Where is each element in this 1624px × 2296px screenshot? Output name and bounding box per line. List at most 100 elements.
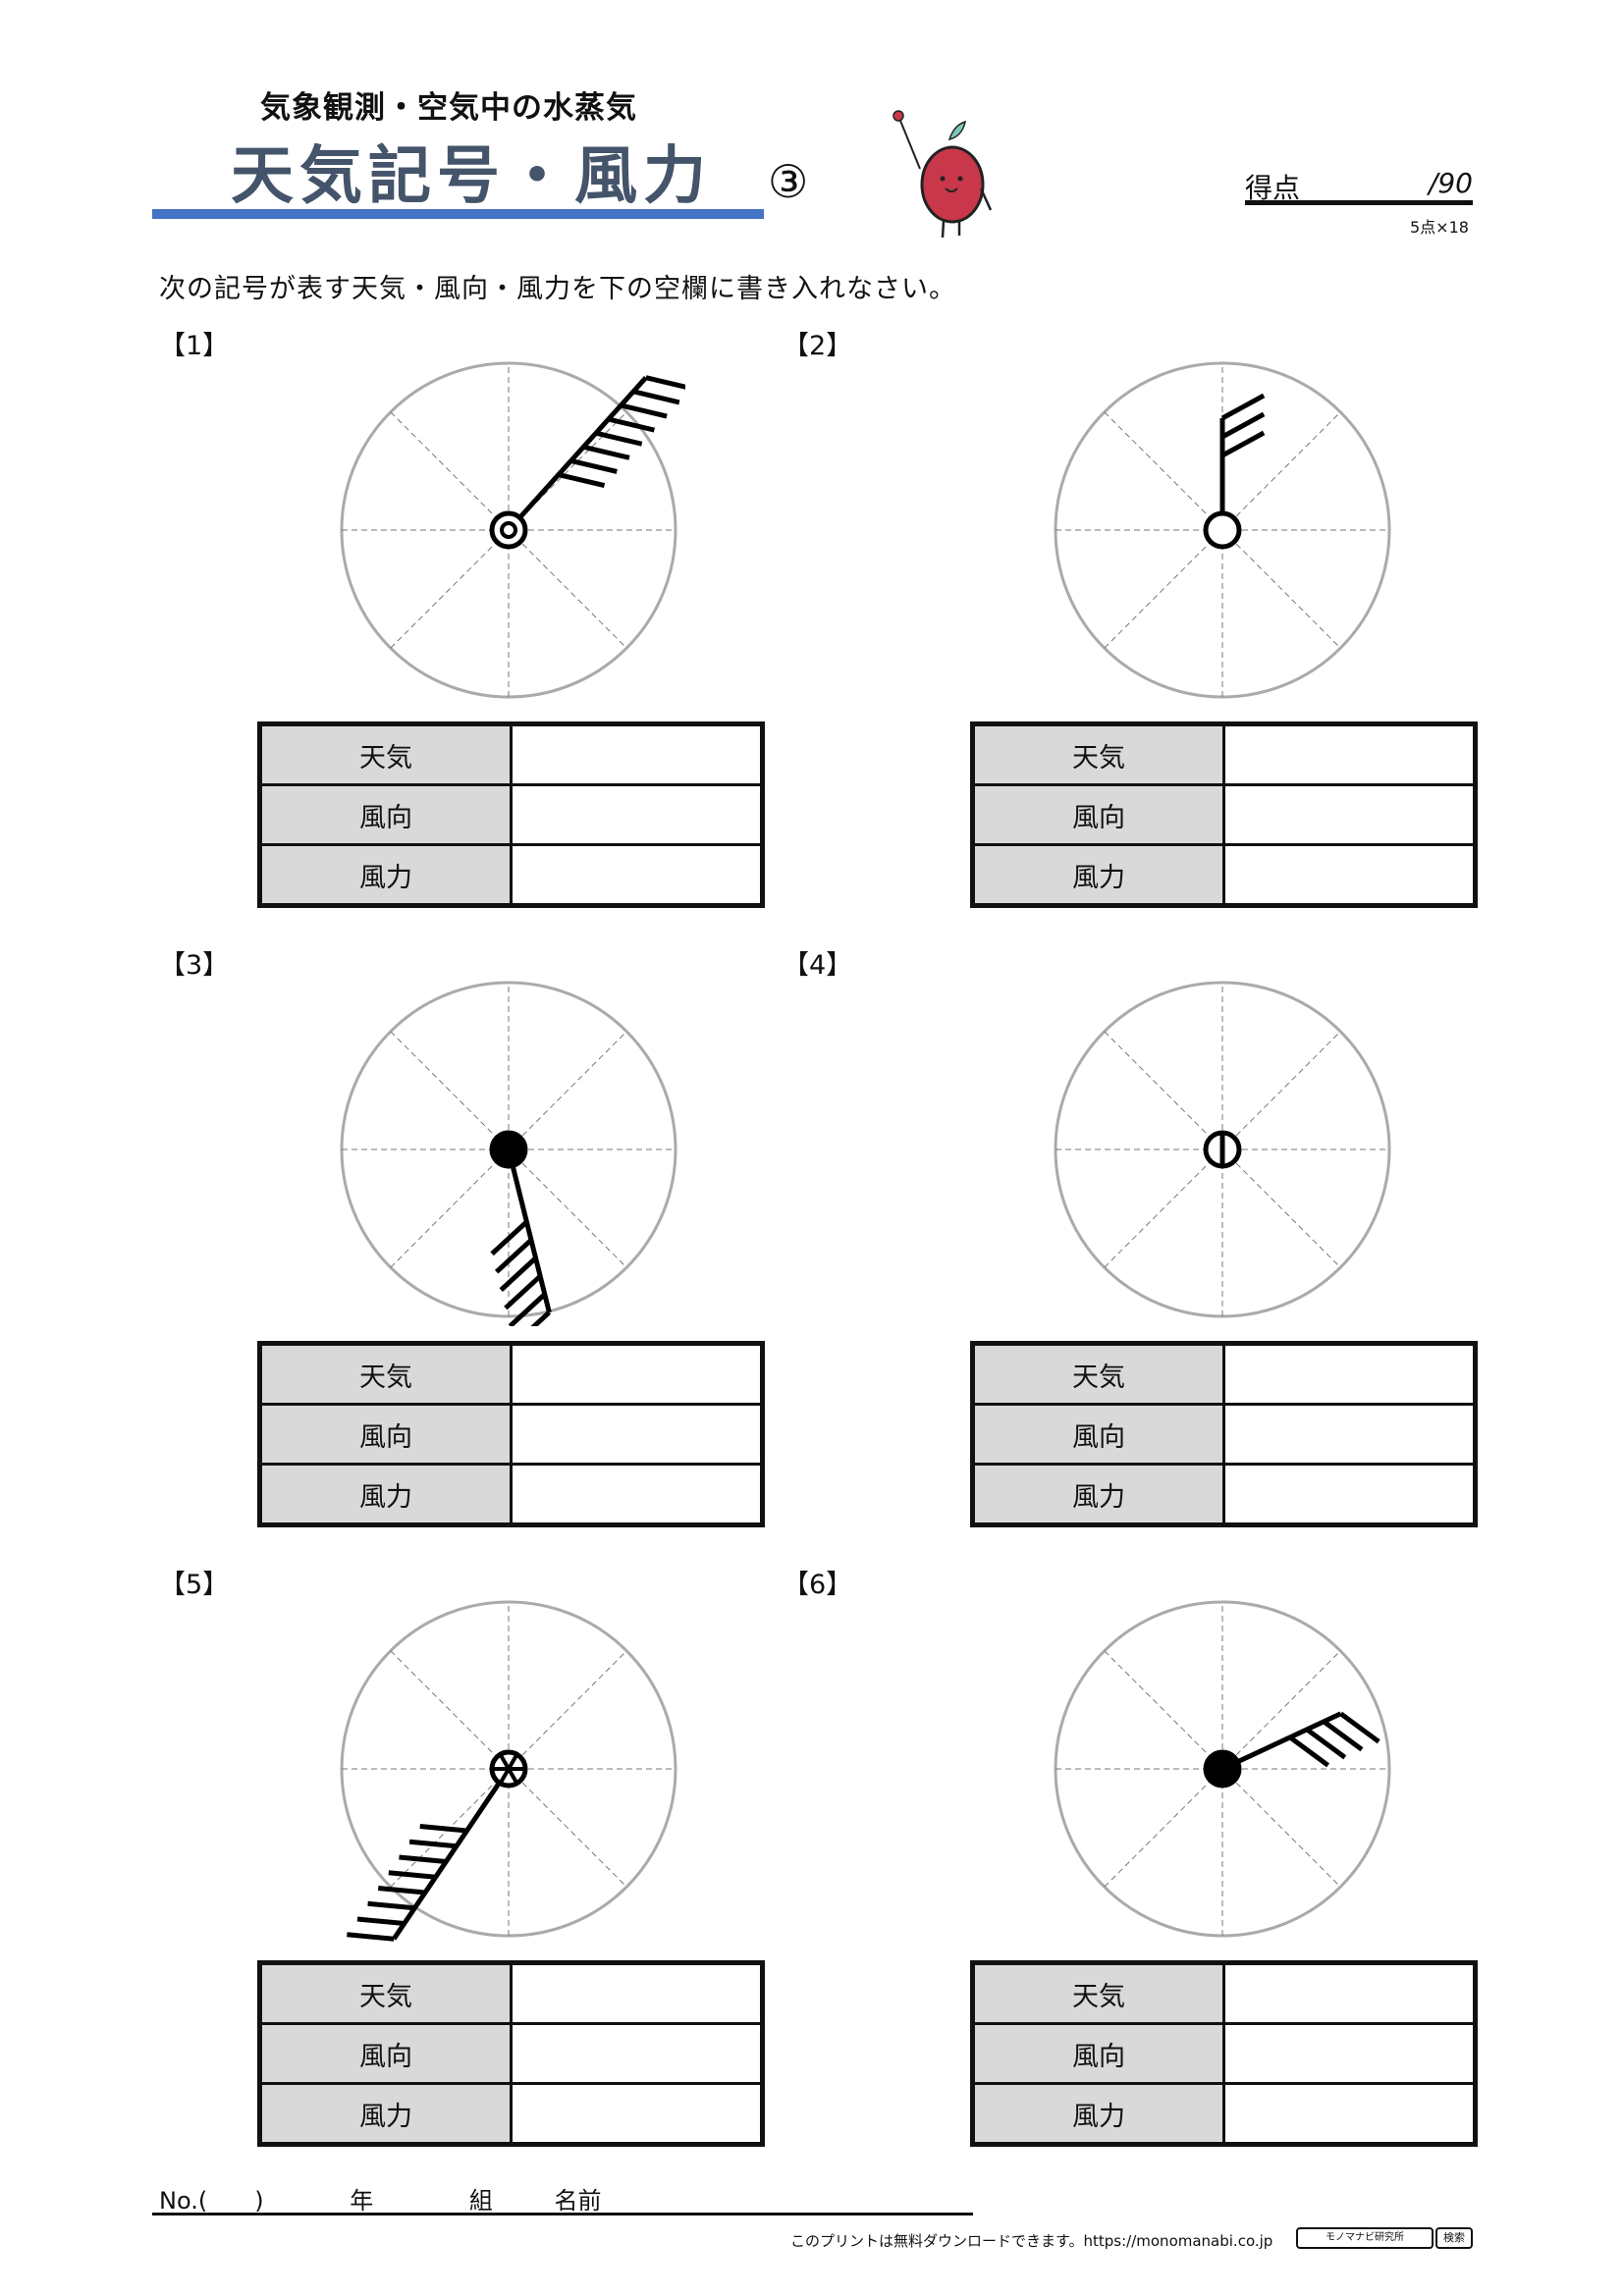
answer-field-weather[interactable] (510, 1961, 764, 2025)
year-label: 年 (350, 2187, 374, 2215)
worksheet-number: ③ (768, 155, 809, 208)
answer-field-force[interactable] (510, 1463, 764, 1526)
answer-label-weather: 天気 (971, 722, 1225, 786)
answer-row-force: 風力 (258, 2082, 764, 2146)
question-label: 【6】 (783, 1570, 853, 1600)
answer-label-force: 風力 (258, 1463, 513, 1526)
number-label: No.( ) (159, 2187, 264, 2215)
answer-row-direction: 風向 (971, 1403, 1477, 1466)
wind-force-barb (494, 1238, 533, 1274)
wind-force-barb (377, 1886, 426, 1896)
wind-force-barb (582, 444, 630, 460)
answer-field-weather[interactable] (510, 722, 764, 786)
answer-row-direction: 風向 (258, 1403, 764, 1466)
answer-field-force[interactable] (510, 2082, 764, 2146)
answer-table: 天気風向風力 (257, 1341, 765, 1527)
answer-table: 天気風向風力 (257, 1960, 765, 2147)
answer-row-weather: 天気 (258, 1342, 764, 1406)
wind-force-barb (558, 472, 606, 489)
wind-force-barb (504, 1274, 542, 1310)
question-label: 【4】 (783, 950, 853, 981)
question-label: 【3】 (159, 950, 230, 981)
answer-field-force[interactable] (1222, 1463, 1477, 1526)
answer-field-force[interactable] (510, 843, 764, 907)
wind-force-barb (1339, 1711, 1380, 1744)
student-info: No.( ) 年 組 名前 (159, 2181, 602, 2216)
title-underline (152, 209, 764, 219)
question-label: 【1】 (159, 331, 230, 361)
wind-direction-staff (510, 1164, 552, 1313)
answer-field-force[interactable] (1222, 843, 1477, 907)
answer-row-weather: 天気 (971, 722, 1477, 786)
answer-row-direction: 風向 (971, 2022, 1477, 2085)
answer-field-direction[interactable] (510, 783, 764, 846)
answer-field-direction[interactable] (1222, 1403, 1477, 1466)
weather-rain-icon (1203, 1749, 1242, 1789)
answer-field-direction[interactable] (1222, 2022, 1477, 2085)
wind-force-barb (499, 1255, 538, 1292)
points-note: 5点×18 (1410, 218, 1469, 237)
worksheet-title: 天気記号・風力 (231, 140, 712, 213)
answer-label-weather: 天気 (971, 1961, 1225, 2025)
wind-force-barb (595, 430, 643, 447)
wind-force-barb (632, 389, 680, 405)
name-underline (152, 2213, 973, 2216)
answer-label-direction: 風向 (971, 1403, 1225, 1466)
answer-field-weather[interactable] (510, 1342, 764, 1406)
wind-force-barb (388, 1870, 436, 1880)
wind-force-barb (1305, 1727, 1347, 1760)
answer-label-direction: 風向 (971, 2022, 1225, 2085)
answer-field-weather[interactable] (1222, 722, 1477, 786)
answer-row-direction: 風向 (258, 783, 764, 846)
weather-symbol-dial (340, 981, 677, 1326)
class-label: 組 (468, 2187, 493, 2215)
answer-row-force: 風力 (971, 1463, 1477, 1526)
answer-row-weather: 天気 (258, 722, 764, 786)
answer-row-weather: 天気 (258, 1961, 764, 2025)
snow-spoke (498, 1753, 519, 1785)
instruction: 次の記号が表す天気・風向・風力を下の空欄に書き入れなさい。 (159, 274, 956, 304)
wind-force-barb (1288, 1735, 1330, 1768)
answer-field-direction[interactable] (510, 1403, 764, 1466)
wind-force-barb (508, 1292, 547, 1326)
wind-force-barb (620, 402, 668, 419)
search-box[interactable]: モノマナビ研究所 (1296, 2227, 1434, 2249)
cloudy-inner-ring (500, 521, 517, 539)
answer-field-direction[interactable] (510, 2022, 764, 2085)
answer-table: 天気風向風力 (970, 721, 1478, 908)
weather-clear-icon (1203, 510, 1242, 550)
answer-table: 天気風向風力 (970, 1960, 1478, 2147)
answer-label-weather: 天気 (258, 722, 513, 786)
wind-force-barb (530, 1310, 552, 1326)
wind-force-barb (1322, 1719, 1364, 1752)
answer-label-direction: 風向 (258, 783, 513, 846)
wind-force-barb (645, 375, 685, 390)
answer-label-direction: 風向 (971, 783, 1225, 846)
weather-symbol-dial (340, 361, 685, 699)
answer-field-direction[interactable] (1222, 783, 1477, 846)
answer-label-weather: 天気 (258, 1961, 513, 2025)
answer-label-force: 風力 (971, 1463, 1225, 1526)
name-label: 名前 (554, 2187, 602, 2215)
answer-table: 天気風向風力 (970, 1341, 1478, 1527)
answer-label-force: 風力 (258, 843, 513, 907)
weather-rain-icon (489, 1130, 528, 1169)
answer-row-force: 風力 (258, 1463, 764, 1526)
answer-row-weather: 天気 (971, 1961, 1477, 2025)
wind-force-barb (399, 1854, 447, 1864)
wind-force-barb (356, 1916, 405, 1927)
wind-direction-staff (517, 376, 648, 520)
wind-force-barb (1220, 393, 1266, 421)
answer-field-weather[interactable] (1222, 1342, 1477, 1406)
answer-table: 天気風向風力 (257, 721, 765, 908)
answer-field-weather[interactable] (1222, 1961, 1477, 2025)
answer-label-force: 風力 (258, 2082, 513, 2146)
answer-field-force[interactable] (1222, 2082, 1477, 2146)
answer-label-weather: 天気 (258, 1342, 513, 1406)
wind-force-barb (347, 1932, 395, 1942)
score-field: 得点 /90 (1245, 167, 1473, 205)
weather-symbol-dial (1054, 981, 1391, 1318)
search-button[interactable]: 検索 (1435, 2227, 1473, 2249)
weather-symbol-dial (1054, 1600, 1391, 1938)
answer-row-weather: 天気 (971, 1342, 1477, 1406)
